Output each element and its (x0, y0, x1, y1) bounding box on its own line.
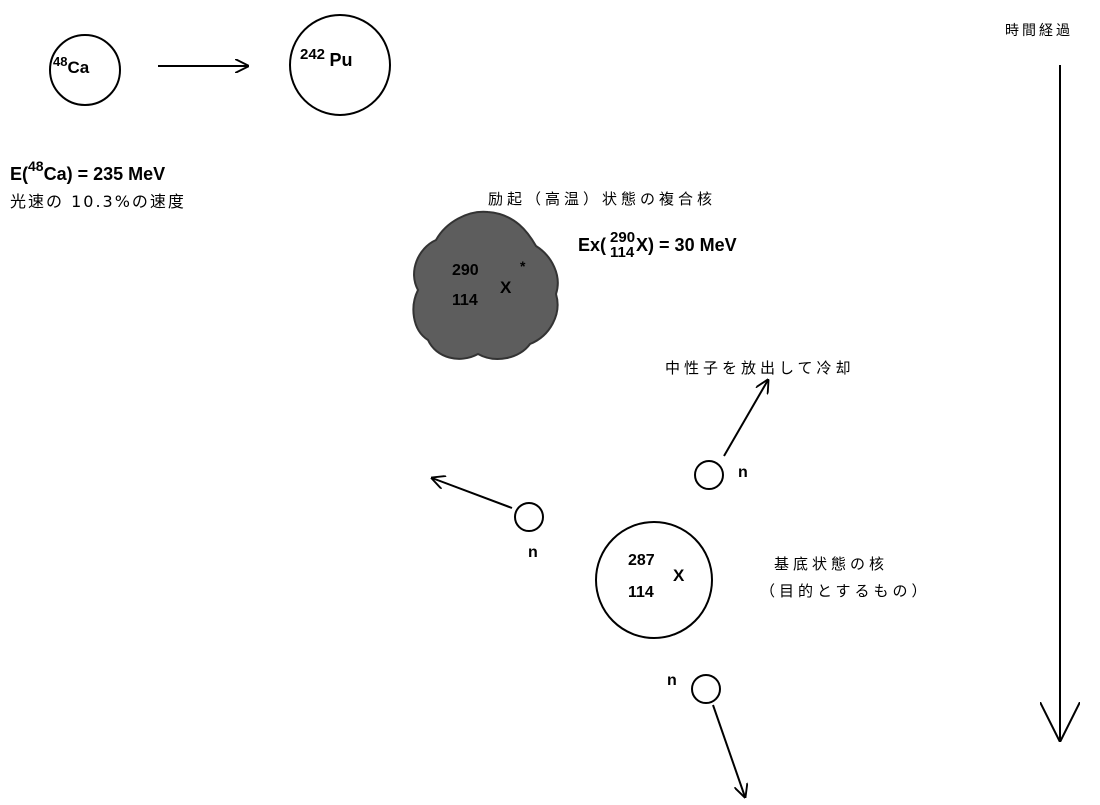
neutron-3-label: n (667, 672, 677, 689)
ground-label: 基底状態の核 (774, 555, 889, 573)
time-label: 時間経過 (1005, 23, 1073, 39)
ground-symbol: X (673, 566, 685, 585)
ground-state-nucleus (595, 521, 713, 639)
excitation-energy: Ex( 290 114 X) = 30 MeV (578, 229, 737, 261)
beam-speed: 光速の 10.3%の速度 (10, 192, 186, 211)
pu-nucleus (289, 14, 391, 116)
ground-label-note: （目的とするもの） (760, 582, 931, 600)
cooling-arrow (723, 380, 768, 457)
compound-mass: 290 (452, 262, 479, 279)
neutron-arrow-down (712, 704, 745, 797)
compound-atomic: 114 (452, 292, 478, 309)
compound-symbol: X (500, 278, 512, 297)
compound-nucleus-blob (412, 210, 559, 360)
neutron-1 (694, 460, 724, 490)
neutron-arrow-left (432, 478, 513, 509)
cooling-label: 中性子を放出して冷却 (665, 359, 855, 377)
compound-excited-star: * (520, 258, 526, 274)
ground-atomic: 114 (628, 584, 654, 601)
neutron-1-label: n (738, 464, 748, 481)
neutron-2 (514, 502, 544, 532)
beam-energy: E(48Ca) = 235 MeV (10, 158, 166, 184)
neutron-2-label: n (528, 544, 538, 561)
pu-label: 242 Pu (300, 46, 353, 70)
ca-label: 48Ca (53, 54, 90, 77)
ca-nucleus (49, 34, 121, 106)
ground-mass: 287 (628, 552, 655, 569)
compound-caption: 励起（高温）状態の複合核 (488, 190, 717, 208)
neutron-3 (691, 674, 721, 704)
